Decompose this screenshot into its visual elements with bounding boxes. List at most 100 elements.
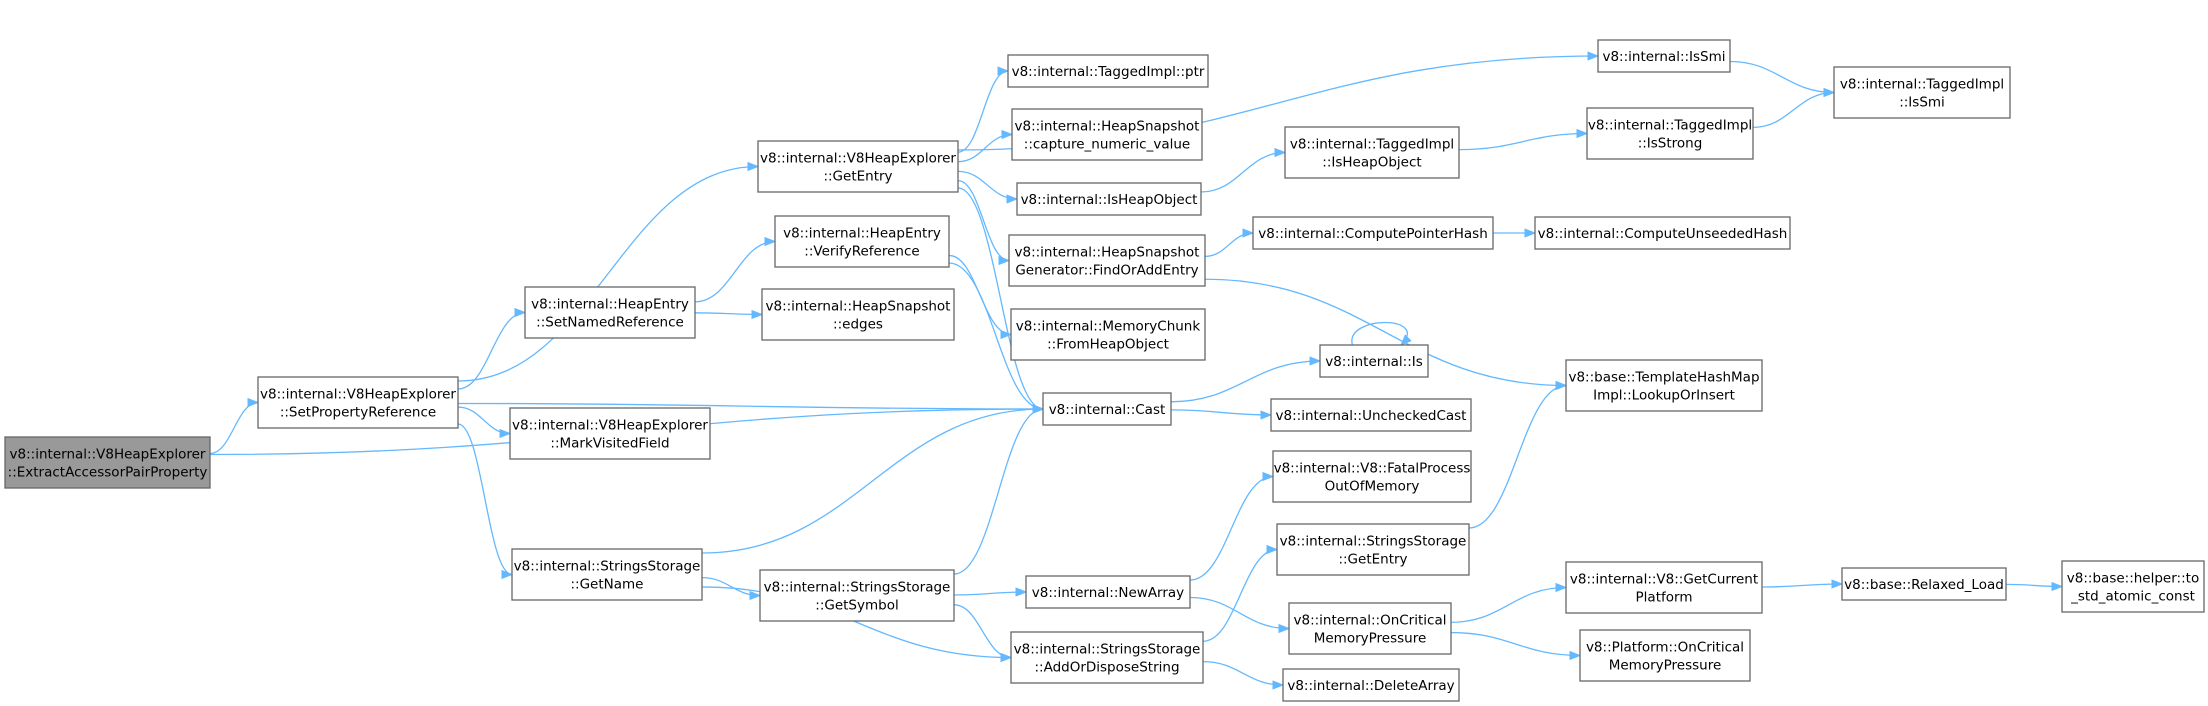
graph-node-n32[interactable]: v8::base::Relaxed_Load	[1841, 567, 2007, 601]
graph-node-n7[interactable]: v8::internal::HeapSnapshot::edges	[761, 288, 955, 341]
call-edge-n12-n19	[1204, 228, 1255, 258]
node-label-line: v8::internal::ComputePointerHash	[1258, 226, 1488, 242]
call-edge-n1-n14	[457, 402, 1045, 414]
graph-node-n3[interactable]: v8::internal::V8HeapExplorer::MarkVisite…	[509, 407, 711, 460]
node-label-line: v8::internal::V8HeapExplorer	[512, 418, 708, 434]
node-label-line: v8::internal::StringsStorage	[764, 580, 951, 596]
graph-node-n19[interactable]: v8::internal::ComputePointerHash	[1252, 216, 1494, 250]
edge-arrow	[957, 179, 1011, 266]
call-edge-n15-n24	[1189, 596, 1291, 634]
edge-arrow	[1761, 579, 1844, 589]
graph-node-n23[interactable]: v8::internal::StringsStorage::GetEntry	[1276, 523, 1470, 576]
node-box	[524, 286, 696, 339]
node-label-line: v8::internal::MemoryChunk	[1016, 319, 1201, 335]
graph-node-n26[interactable]: v8::internal::TaggedImpl::IsStrong	[1586, 107, 1754, 160]
call-edge-n23-n28	[1468, 380, 1568, 529]
node-box	[759, 569, 955, 622]
call-edge-n29-n32	[1761, 579, 1844, 589]
graph-node-n28[interactable]: v8::base::TemplateHashMapImpl::LookupOrI…	[1565, 359, 1763, 412]
graph-node-n1[interactable]: v8::internal::V8HeapExplorer::SetPropert…	[257, 376, 459, 429]
call-edge-n1-n3	[457, 406, 512, 439]
graph-node-n31[interactable]: v8::internal::TaggedImpl::IsSmi	[1833, 66, 2011, 119]
edge-arrow	[1202, 544, 1279, 642]
call-edge-n1-n2	[457, 307, 527, 390]
node-label-line: ::GetSymbol	[815, 598, 898, 614]
node-label-line: ::GetEntry	[823, 169, 892, 185]
edge-arrow	[1202, 660, 1285, 690]
node-box	[509, 407, 711, 460]
node-box	[1042, 392, 1172, 426]
edge-arrow	[694, 309, 764, 320]
node-label-line: v8::base::Relaxed_Load	[1844, 577, 2004, 593]
call-edge-n14-n20	[1170, 356, 1322, 403]
node-label-line: ::FromHeapObject	[1047, 337, 1169, 353]
call-edge-n32-n33	[2005, 581, 2064, 592]
graph-node-n13[interactable]: v8::internal::MemoryChunk::FromHeapObjec…	[1010, 308, 1206, 361]
edge-arrow	[1170, 409, 1273, 420]
node-label-line: v8::internal::IsHeapObject	[1021, 192, 1198, 208]
node-label-line: v8::internal::HeapSnapshot	[766, 299, 951, 315]
call-edge-n2-n7	[694, 309, 764, 320]
node-label-line: ::SetNamedReference	[536, 315, 684, 331]
call-edge-n4-n16	[701, 586, 1013, 663]
graph-node-n33[interactable]: v8::base::helper::to_std_atomic_const	[2061, 560, 2205, 613]
graph-node-n9[interactable]: v8::internal::TaggedImpl::ptr	[1007, 54, 1209, 88]
node-label-line: v8::internal::HeapSnapshot	[1015, 119, 1200, 135]
graph-node-n0[interactable]: v8::internal::V8HeapExplorer::ExtractAcc…	[4, 436, 211, 489]
node-label-line: MemoryPressure	[1314, 631, 1427, 647]
node-box	[774, 215, 950, 268]
node-label-line: ::VerifyReference	[804, 244, 919, 260]
graph-node-n22[interactable]: v8::internal::V8::FatalProcessOutOfMemor…	[1272, 450, 1472, 503]
node-label-line: ::IsStrong	[1638, 136, 1703, 152]
call-edge-n15-n22	[1189, 471, 1275, 581]
node-label-line: v8::internal::OnCritical	[1294, 613, 1447, 629]
edge-arrow	[457, 161, 760, 382]
node-label-line: v8::internal::NewArray	[1032, 585, 1184, 601]
graph-node-n14[interactable]: v8::internal::Cast	[1042, 392, 1172, 426]
node-label-line: v8::internal::Cast	[1049, 402, 1166, 418]
edge-arrow	[1170, 356, 1322, 403]
edge-arrow	[1204, 228, 1255, 258]
graph-node-n12[interactable]: v8::internal::HeapSnapshotGenerator::Fin…	[1008, 234, 1206, 287]
node-label-line: ::MarkVisitedField	[550, 436, 669, 452]
call-edge-n26-n31	[1752, 87, 1836, 128]
graph-node-n16[interactable]: v8::internal::StringsStorage::AddOrDispo…	[1010, 631, 1204, 684]
graph-node-n10[interactable]: v8::internal::HeapSnapshot::capture_nume…	[1011, 108, 1203, 161]
graph-node-n20[interactable]: v8::internal::Is	[1319, 344, 1429, 378]
graph-node-n21[interactable]: v8::internal::UncheckedCast	[1270, 398, 1472, 432]
graph-node-n6[interactable]: v8::internal::HeapEntry::VerifyReference	[774, 215, 950, 268]
node-box	[1586, 107, 1754, 160]
call-edge-n18-n26	[1458, 128, 1589, 151]
graph-node-n17[interactable]: v8::internal::IsSmi	[1597, 39, 1731, 73]
node-label-line: OutOfMemory	[1325, 479, 1420, 495]
node-label-line: ::ExtractAccessorPairProperty	[8, 465, 208, 481]
call-edge-n8-n16	[953, 604, 1013, 663]
edge-arrow	[1468, 380, 1568, 529]
node-box	[1565, 561, 1763, 614]
graph-node-n4[interactable]: v8::internal::StringsStorage::GetName	[511, 548, 703, 601]
graph-node-n5[interactable]: v8::internal::V8HeapExplorer::GetEntry	[757, 140, 959, 193]
graph-node-n11[interactable]: v8::internal::IsHeapObject	[1016, 182, 1202, 216]
node-box	[257, 376, 459, 429]
call-edge-n6-n14	[948, 262, 1045, 414]
node-label-line: v8::internal::StringsStorage	[1014, 642, 1201, 658]
call-edge-n4-n14	[701, 404, 1045, 554]
node-label-line: Generator::FindOrAddEntry	[1015, 263, 1198, 279]
edge-arrow	[701, 586, 1013, 663]
graph-node-n2[interactable]: v8::internal::HeapEntry::SetNamedReferen…	[524, 286, 696, 339]
node-label-line: MemoryPressure	[1609, 658, 1722, 674]
graph-node-n27[interactable]: v8::internal::ComputeUnseededHash	[1534, 216, 1791, 250]
graph-node-n15[interactable]: v8::internal::NewArray	[1025, 575, 1191, 609]
edge-arrow	[701, 404, 1045, 554]
call-edge-n1-n5	[457, 161, 760, 382]
node-label-line: v8::internal::V8HeapExplorer	[760, 151, 956, 167]
call-edge-n8-n15	[953, 587, 1028, 597]
graph-node-n18[interactable]: v8::internal::TaggedImpl::IsHeapObject	[1284, 126, 1460, 179]
graph-node-n25[interactable]: v8::internal::DeleteArray	[1282, 668, 1460, 702]
node-label-line: v8::internal::HeapEntry	[783, 226, 941, 242]
graph-node-n8[interactable]: v8::internal::StringsStorage::GetSymbol	[759, 569, 955, 622]
node-label-line: v8::Platform::OnCritical	[1586, 640, 1744, 656]
